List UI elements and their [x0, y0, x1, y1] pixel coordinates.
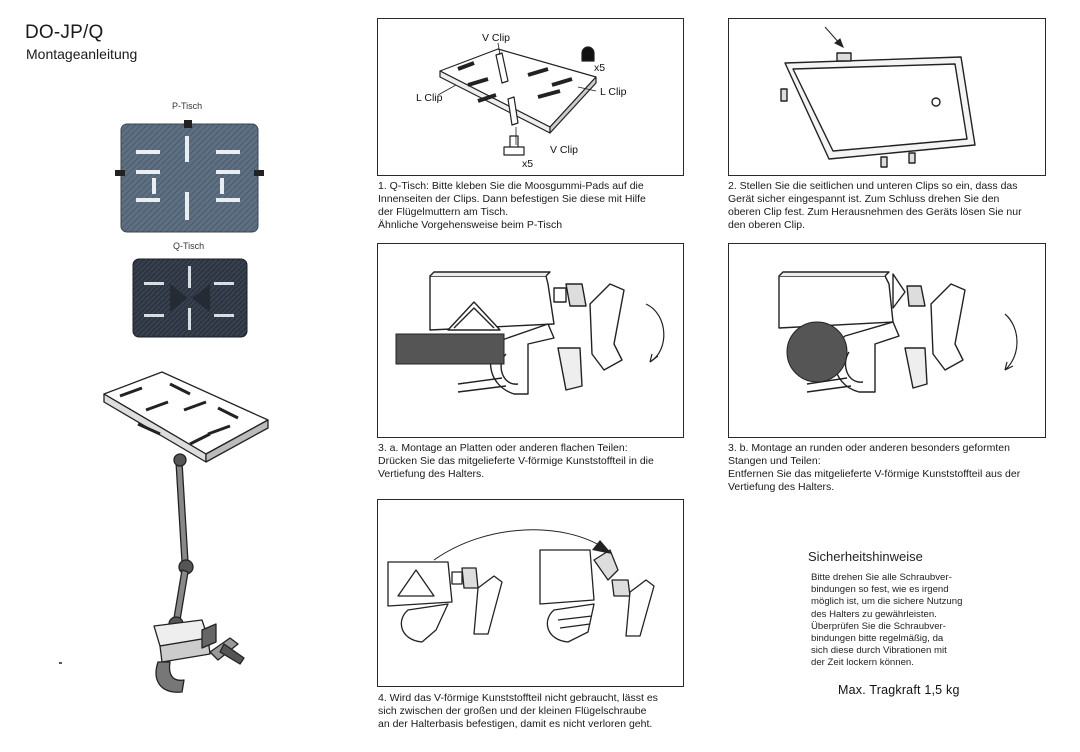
- step4-caption: 4. Wird das V-förmige Kunststoffteil nic…: [378, 692, 658, 730]
- safety-title: Sicherheitshinweise: [808, 549, 923, 564]
- l-clip-right-label: L Clip: [600, 86, 627, 98]
- pads-count-label: x5: [594, 62, 605, 74]
- p-tisch-label: P-Tisch: [172, 101, 203, 111]
- document-subtitle: Montageanleitung: [26, 46, 138, 62]
- l-clip-left-label: L Clip: [416, 92, 443, 104]
- assembled-holder-image: [103, 371, 269, 693]
- step2-figure-box: [728, 18, 1046, 176]
- step3b-caption: 3. b. Montage an runden oder anderen bes…: [728, 442, 1021, 493]
- v-clip-top-label: V Clip: [482, 32, 510, 44]
- safety-text: Bitte drehen Sie alle Schraubver- bindun…: [811, 572, 963, 669]
- step3a-clamp-flat-diagram: [395, 271, 665, 395]
- step1-caption: 1. Q-Tisch: Bitte kleben Sie die Moosgum…: [378, 180, 646, 231]
- v-clip-bottom-label: V Clip: [550, 144, 578, 156]
- step4-figure-box: [377, 499, 684, 687]
- step3b-figure-box: [728, 243, 1046, 438]
- step2-tablet-diagram: [780, 26, 976, 168]
- step3a-caption: 3. a. Montage an Platten oder anderen fl…: [378, 442, 654, 480]
- p-tisch-plate-image: [115, 120, 264, 233]
- step3a-figure-box: [377, 243, 684, 438]
- nuts-count-label: x5: [522, 158, 533, 170]
- scan-mark: [59, 662, 62, 664]
- step1-figure-box: V Clip L Clip L Clip V Clip x5 x5: [377, 18, 684, 176]
- step4-storage-diagram: [387, 529, 655, 643]
- step1-plate-diagram: V Clip L Clip L Clip V Clip x5 x5: [416, 32, 627, 170]
- step2-caption: 2. Stellen Sie die seitlichen und untere…: [728, 180, 1022, 231]
- q-tisch-label: Q-Tisch: [173, 241, 205, 251]
- q-tisch-plate-image: [132, 258, 248, 338]
- max-load-label: Max. Tragkraft 1,5 kg: [838, 683, 960, 697]
- step3b-clamp-round-diagram: [778, 271, 1018, 393]
- document-title: DO-JP/Q: [25, 22, 104, 43]
